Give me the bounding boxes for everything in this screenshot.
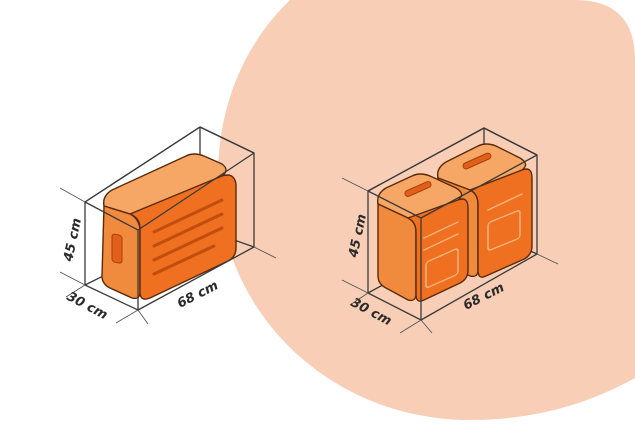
- front-suitcase: [376, 173, 469, 302]
- large-suitcase: [101, 153, 237, 300]
- right-dimension-lines: [341, 177, 559, 334]
- left-height-label: 45 cm: [61, 217, 85, 264]
- left-depth-label: 30 cm: [64, 289, 110, 323]
- left-dimension-lines: [59, 187, 277, 325]
